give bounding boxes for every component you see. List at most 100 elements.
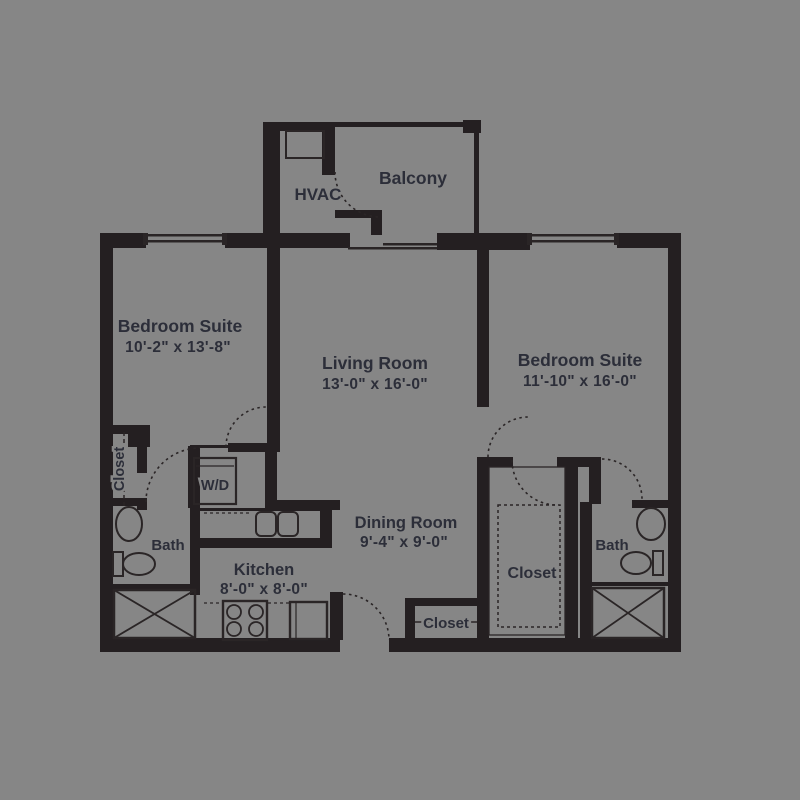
window-right-jamb bbox=[527, 233, 532, 245]
door-swings bbox=[145, 171, 643, 641]
laundry-fixtures bbox=[192, 456, 238, 506]
balcony-rail-north bbox=[335, 122, 463, 127]
label-closet-left: Closet bbox=[112, 447, 128, 491]
label-dining-room: Dining Room bbox=[355, 514, 458, 532]
wall-bedroomright-west bbox=[477, 250, 489, 407]
counter-edge bbox=[200, 508, 322, 511]
wall-top-4 bbox=[617, 233, 681, 248]
wall-wd-east bbox=[265, 448, 277, 508]
label-bedroom-left: Bedroom Suite bbox=[118, 316, 243, 336]
hvac-balcony-structure bbox=[263, 120, 481, 250]
wall-bath-shower-div bbox=[112, 584, 195, 589]
balcony-rail-east bbox=[474, 127, 479, 237]
toilet-tank bbox=[652, 550, 664, 576]
windows bbox=[143, 233, 619, 250]
label-bath-left: Bath bbox=[151, 537, 184, 554]
shower-x bbox=[591, 587, 665, 639]
wall-closetwalkin-west bbox=[477, 457, 489, 638]
wall-counter-return bbox=[320, 508, 332, 548]
wall-bottom-east bbox=[389, 638, 681, 652]
door-arc-hvac bbox=[334, 171, 381, 218]
wall-bathleft-north bbox=[112, 498, 146, 506]
closet-walkin-inner bbox=[488, 466, 566, 636]
hvac-door-stop-wall bbox=[371, 218, 382, 235]
door-arc-bath-left bbox=[145, 447, 201, 503]
wall-bottom-west bbox=[100, 638, 340, 652]
window-left-jamb bbox=[222, 233, 227, 245]
door-arc-entry bbox=[342, 593, 390, 641]
wall-bathleft-east bbox=[190, 505, 200, 595]
wall-counter-south bbox=[200, 538, 332, 548]
label-closet-entry: Closet bbox=[423, 615, 469, 632]
wall-bedroomleft-living bbox=[267, 245, 280, 452]
door-arc-bath-right bbox=[601, 458, 643, 500]
stove-burner bbox=[248, 604, 264, 620]
label-bath-right: Bath bbox=[595, 537, 628, 554]
toilet-icon bbox=[620, 551, 652, 575]
sliding-door-panel bbox=[383, 243, 437, 246]
window-left-jamb bbox=[143, 233, 148, 245]
dims-bedroom-right: 11'-10" x 16'-0" bbox=[523, 373, 637, 390]
dims-bedroom-left: 10'-2" x 13'-8" bbox=[125, 339, 231, 356]
closet-shelf-dashed bbox=[497, 504, 561, 628]
wall-bath-shower-div bbox=[592, 582, 668, 586]
hvac-wall-north bbox=[263, 122, 335, 131]
bath-left-fixtures bbox=[112, 506, 197, 640]
wall-closetentry-north bbox=[405, 598, 480, 606]
dims-kitchen: 8'-0" x 8'-0" bbox=[220, 581, 308, 598]
sink-icon bbox=[115, 506, 143, 542]
label-kitchen: Kitchen bbox=[234, 561, 295, 579]
balcony-post-se bbox=[437, 233, 463, 250]
stove-icon bbox=[221, 599, 269, 642]
shower-icon bbox=[112, 588, 197, 640]
label-living-room: Living Room bbox=[322, 353, 428, 373]
window-right-jamb bbox=[614, 233, 619, 245]
shower-x bbox=[113, 589, 196, 639]
entry-door-leaf bbox=[330, 592, 343, 640]
label-bedroom-right: Bedroom Suite bbox=[518, 350, 643, 370]
window-left-line bbox=[146, 234, 225, 237]
wall-closetentry-west bbox=[405, 598, 415, 640]
wall-bathright-west bbox=[580, 502, 592, 642]
hvac-door-stop-wall bbox=[335, 210, 382, 218]
dims-dining-room: 9'-4" x 9'-0" bbox=[360, 534, 448, 551]
door-arc-bedroom-right bbox=[487, 416, 529, 458]
label-closet-walkin: Closet bbox=[508, 565, 558, 582]
wall-closetleft-east bbox=[137, 425, 147, 473]
wall-corridor-2 bbox=[557, 457, 601, 467]
door-arc-closet-walkin bbox=[511, 459, 558, 506]
kitchen-sink-icon bbox=[255, 511, 277, 537]
closet-details bbox=[123, 432, 566, 636]
kitchen-fixtures bbox=[204, 511, 329, 642]
stove-burner bbox=[248, 621, 264, 637]
hvac-divider-wall bbox=[322, 131, 335, 175]
sliding-door-panel bbox=[348, 247, 437, 250]
washer-dryer-icon bbox=[192, 456, 238, 506]
window-right-line bbox=[530, 240, 617, 243]
sink-icon bbox=[636, 507, 666, 541]
hvac-unit bbox=[285, 130, 325, 159]
stove-burner bbox=[226, 621, 242, 637]
wall-left bbox=[100, 233, 113, 652]
fridge-icon bbox=[288, 600, 329, 641]
wall-top-2 bbox=[225, 233, 350, 248]
hvac-wall-west bbox=[263, 122, 280, 233]
interior-walls bbox=[100, 245, 668, 642]
label-balcony: Balcony bbox=[379, 168, 447, 188]
kitchen-sink-icon bbox=[277, 511, 299, 537]
toilet-tank bbox=[112, 551, 124, 577]
wall-closetwalkin-east bbox=[565, 457, 578, 638]
toilet-icon bbox=[122, 552, 156, 576]
wall-top-1 bbox=[100, 233, 146, 248]
bath-right-fixtures bbox=[590, 507, 666, 640]
wall-kitchen-north bbox=[265, 500, 340, 510]
label-washer-dryer: W/D bbox=[201, 478, 229, 494]
shower-icon bbox=[590, 586, 666, 640]
window-right-line bbox=[530, 234, 617, 237]
wall-corridor-1 bbox=[477, 457, 513, 467]
window-left-line bbox=[146, 240, 225, 243]
wall-bathright-vestibule bbox=[589, 458, 601, 504]
room-labels: HVAC Balcony Bedroom Suite 10'-2" x 13'-… bbox=[110, 168, 643, 635]
